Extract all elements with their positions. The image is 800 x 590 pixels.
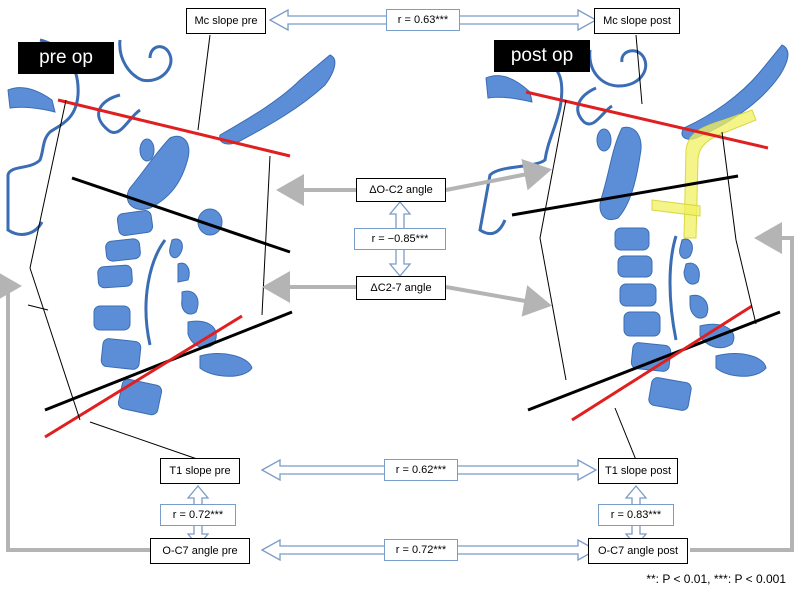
preop-vertebrae <box>93 210 163 416</box>
pointer-oc7-post-loop <box>690 222 794 552</box>
preop-c4 <box>105 238 141 262</box>
preop-connector-t1 <box>89 421 201 461</box>
preop-mc-slope-line <box>57 98 291 158</box>
preop-spinous-processes <box>144 238 253 377</box>
postop-perp-3 <box>721 131 737 241</box>
postop-c1-anterior <box>596 128 612 152</box>
postop-c6 <box>623 311 661 337</box>
postop-connector-mc <box>635 34 643 105</box>
postop-mc-slope-line <box>525 90 769 150</box>
postop-occiput-curve <box>588 49 648 88</box>
preop-skull-outline <box>6 38 80 236</box>
preop-c7 <box>100 338 142 370</box>
postop-radiograph <box>478 34 789 461</box>
corr-t1-slope: r = 0.62*** <box>384 459 458 481</box>
preop-t1 <box>117 378 163 416</box>
postop-connector-t1 <box>614 407 637 461</box>
postop-implant-rod <box>683 109 757 239</box>
postop-mandible <box>576 86 613 126</box>
preop-c1-anterior <box>139 138 155 162</box>
postop-sp-1 <box>679 238 693 259</box>
postop-palate <box>485 75 533 103</box>
preop-sp-3 <box>181 290 199 315</box>
preop-mandible <box>97 93 141 134</box>
corr-mc-slope: r = 0.63*** <box>386 9 460 31</box>
preop-sp-1 <box>169 238 183 259</box>
preop-angle-arc <box>27 304 49 311</box>
pointer-oc7-pre-loop <box>0 270 160 552</box>
t1-slope-post-box: T1 slope post <box>598 458 678 484</box>
postop-lamina-curve <box>668 235 678 341</box>
postop-sp-5 <box>715 353 767 377</box>
preop-connector-mc <box>197 34 211 131</box>
preop-sp-2 <box>177 262 190 283</box>
preop-c6 <box>93 305 131 331</box>
preop-c2 <box>126 135 190 210</box>
preop-c3 <box>116 210 154 236</box>
postop-c2 <box>599 126 642 220</box>
preop-perp-2 <box>29 267 81 421</box>
preop-t1-slope-line <box>44 314 243 439</box>
postop-perp-2 <box>539 237 567 381</box>
preop-radiograph <box>6 34 336 461</box>
significance-footnote: **: P < 0.01, ***: P < 0.001 <box>646 572 786 586</box>
gray-pointer-arrows <box>0 158 794 552</box>
preop-occiput-bone <box>219 54 336 145</box>
postop-perp-4 <box>735 239 757 325</box>
postop-c2-line <box>511 174 739 217</box>
postop-t1 <box>648 377 692 411</box>
postop-c4 <box>617 255 653 278</box>
delta-oc2-angle-box: ΔO-C2 angle <box>356 178 446 202</box>
corr-oc7-angle: r = 0.72*** <box>384 539 458 561</box>
preop-c2-line <box>71 176 291 254</box>
corr-pre-t1-oc7: r = 0.72*** <box>160 504 236 526</box>
corr-oc2-c27: r = −0.85*** <box>354 228 446 250</box>
mc-slope-pre-box: Mc slope pre <box>186 8 266 34</box>
preop-c5 <box>97 264 133 289</box>
pointer-oc2-right <box>445 158 552 192</box>
preop-lamina-curve <box>144 239 167 346</box>
preop-occiput-curve <box>118 39 173 83</box>
postop-c7-line <box>527 310 781 412</box>
preop-sp-5 <box>199 353 253 377</box>
postop-sp-3 <box>689 294 709 319</box>
preop-palate <box>7 87 56 113</box>
preop-perp-1 <box>29 99 67 269</box>
oc7-angle-pre-box: O-C7 angle pre <box>150 538 250 564</box>
pointer-c27-right <box>445 285 552 317</box>
postop-c3 <box>614 227 650 251</box>
mc-slope-post-box: Mc slope post <box>594 8 680 34</box>
postop-perp-1 <box>539 99 567 239</box>
postop-label: post op <box>494 40 590 72</box>
postop-t1-slope-line <box>571 304 753 422</box>
preop-label: pre op <box>18 42 114 74</box>
postop-c5 <box>619 283 657 307</box>
delta-c27-angle-box: ΔC2-7 angle <box>356 276 446 300</box>
t1-slope-pre-box: T1 slope pre <box>160 458 240 484</box>
postop-sp-2 <box>683 262 700 285</box>
corr-post-t1-oc7: r = 0.83*** <box>598 504 674 526</box>
preop-perp-3 <box>261 155 271 316</box>
oc7-angle-post-box: O-C7 angle post <box>588 538 688 564</box>
postop-implant-screw <box>651 199 701 217</box>
